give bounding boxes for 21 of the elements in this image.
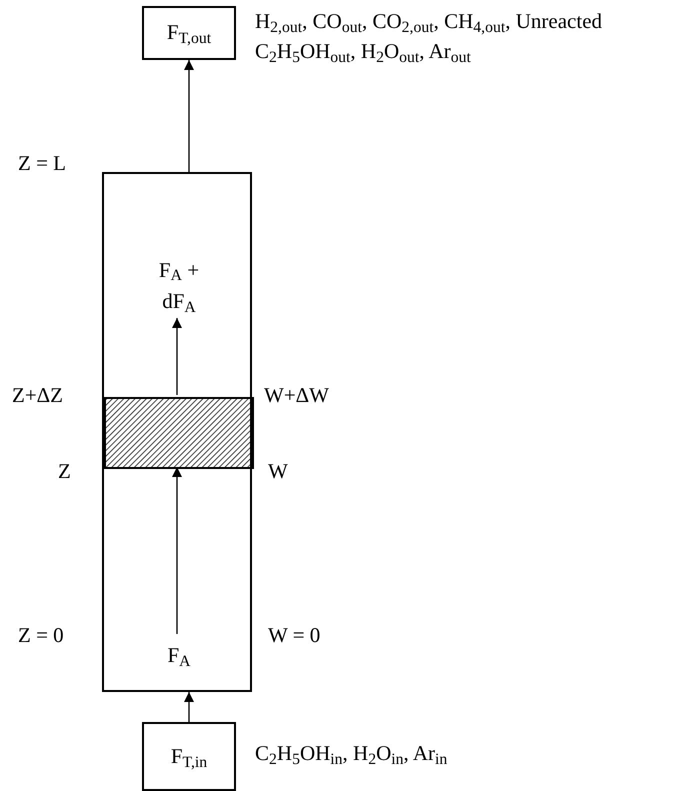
stream-composition: H$_{2,out}$, CO$_{out}$, CO$_{2,out}$, CH$_{4,out}$, Unreacted C$_{2}$H$_{5}$OH$_{out}$, H$_{2}$O$_{out}$, Ar$_{out}$: [255, 8, 604, 67]
position-label: W = 0: [268, 622, 320, 649]
position-label: Z: [58, 458, 71, 485]
position-label: Z = 0: [18, 622, 64, 649]
position-label: W: [268, 458, 288, 485]
stream-label: F$_{T,in}$: [170, 742, 208, 772]
flow-label: F$_{A}$: [149, 636, 209, 676]
stream-box: [142, 6, 236, 60]
stream-composition: C$_{2}$H$_{5}$OH$_{in}$, H$_{2}$O$_{in}$, Ar$_{in}$: [255, 740, 448, 768]
catalyst-layer: [104, 397, 254, 469]
position-label: W+ΔW: [264, 382, 329, 409]
flow-arrow: [184, 60, 194, 172]
position-label: Z+ΔZ: [12, 382, 64, 409]
flow-arrow: [172, 318, 182, 395]
stream-box: [142, 722, 236, 791]
stream-label: F$_{T,out}$: [166, 19, 212, 49]
flow-arrow: [172, 467, 182, 634]
flow-arrow: [184, 692, 194, 722]
flow-label: F$_{A}$ + dF$_{A}$: [146, 252, 212, 320]
position-label: Z = L: [18, 150, 66, 177]
reactor-column: [102, 172, 252, 692]
